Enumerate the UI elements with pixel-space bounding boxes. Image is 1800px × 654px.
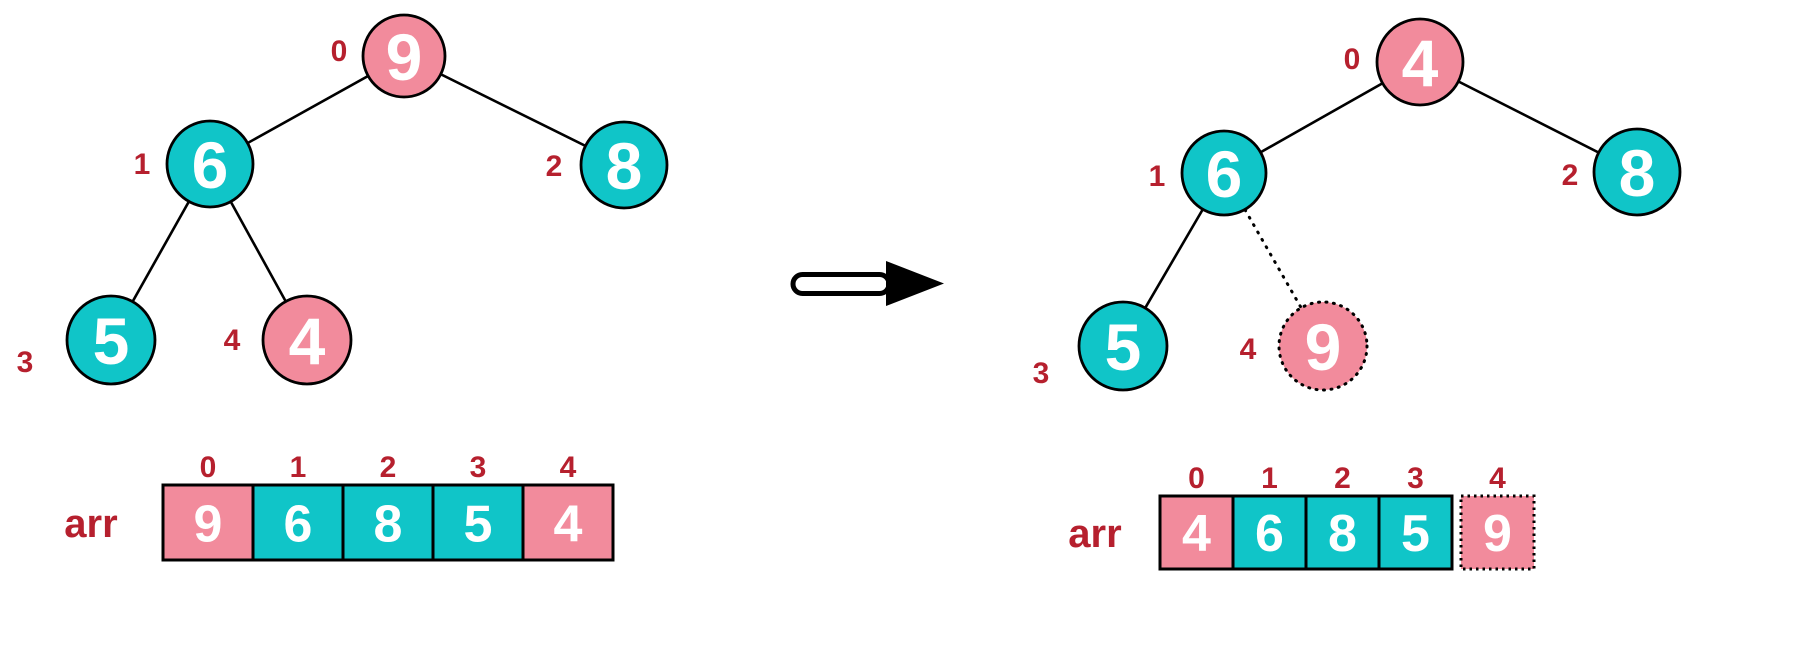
array-cell [521,483,615,562]
array-cell [431,483,525,562]
tree-node-circle [579,120,669,210]
array-cell [1231,494,1308,571]
array-index: 4 [560,451,577,484]
array-index: 4 [1489,462,1506,495]
tree-node-value: 5 [1105,310,1142,384]
array-index: 3 [1407,462,1424,495]
array-cell-dotted [1459,494,1536,571]
tree-node-index: 3 [17,346,34,379]
array-cell [1377,494,1454,571]
array-cell-value: 6 [284,496,313,554]
array-cell-value: 4 [1182,505,1211,563]
tree-node-circle [1077,300,1169,392]
tree-node-circle [1180,129,1268,217]
tree-node-circle [1375,17,1465,107]
array-cell-value: 4 [554,496,583,554]
tree-before: 9 6 8 5 4 0 1 2 3 4 [17,13,669,386]
array-index: 1 [1261,462,1278,495]
array-index: 2 [1334,462,1351,495]
tree-node-index: 2 [1562,159,1579,192]
transform-arrow-icon [790,261,944,306]
array-before: arr 0 1 2 3 4 9 6 8 5 4 [64,451,615,562]
array-cell [1158,494,1235,571]
arrow-shaft [790,272,892,296]
tree-node-value: 6 [1206,137,1243,211]
tree-node-value: 5 [93,304,130,378]
tree-node-value: 9 [1305,310,1342,384]
array-cell [251,483,345,562]
array-cell-value: 8 [374,496,403,554]
tree-node-circle [65,294,157,386]
tree-node-value: 4 [1402,26,1439,100]
array-cell-value: 8 [1328,505,1357,563]
array-cell-value: 5 [464,496,493,554]
tree-node-index: 1 [1149,160,1166,193]
tree-node-circle [361,13,447,99]
array-cell [161,483,255,562]
array-cell-value: 6 [1255,505,1284,563]
arrow-head [886,261,944,306]
array-index: 0 [200,451,217,484]
tree-node-circle [261,294,353,386]
tree-node-value: 8 [1619,136,1656,210]
tree-node-value: 4 [289,304,326,378]
array-cell [1304,494,1381,571]
array-index: 0 [1188,462,1205,495]
tree-node-circle-dotted [1277,300,1369,392]
array-index: 2 [380,451,397,484]
tree-node-value: 9 [386,20,423,94]
tree-node-circle [165,119,255,209]
tree-node-index: 3 [1033,357,1050,390]
tree-node-index: 0 [1344,43,1361,76]
array-cell-value: 9 [194,496,223,554]
array-cell [341,483,435,562]
array-name-label: arr [64,502,117,546]
tree-after: 4 6 8 5 9 0 1 2 3 4 [1033,17,1682,392]
tree-node-value: 8 [606,129,643,203]
array-cell-value: 9 [1483,505,1512,563]
array-cell-value: 5 [1401,505,1430,563]
tree-node-index: 2 [546,150,563,183]
array-name-label: arr [1068,512,1121,556]
array-after: arr 0 1 2 3 4 4 6 8 5 9 [1068,462,1536,571]
tree-node-index: 0 [331,35,348,68]
array-index: 3 [470,451,487,484]
array-index: 1 [290,451,307,484]
tree-node-index: 4 [1240,333,1257,366]
tree-node-value: 6 [192,128,229,202]
tree-node-index: 4 [224,324,241,357]
tree-node-index: 1 [134,148,151,181]
tree-node-circle [1592,127,1682,217]
